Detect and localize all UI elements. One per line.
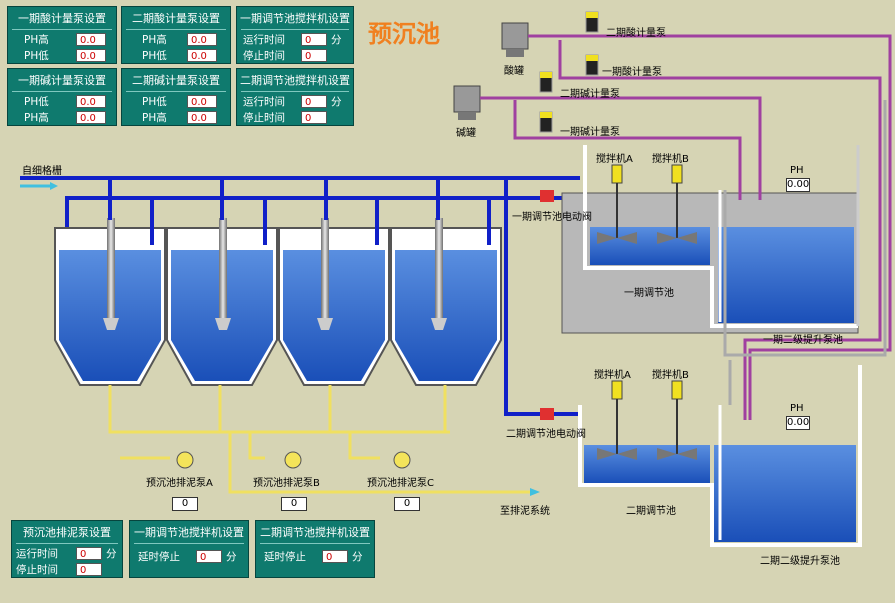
sludge-pumps — [176, 451, 411, 469]
pool-2-label: 二期调节池 — [626, 506, 676, 517]
mixer-a2-label: 搅拌机A — [594, 370, 631, 381]
panel-alkali-pump-2: 二期碱计量泵设置 PH低 0.0 PH高 0.0 — [121, 68, 231, 126]
panel-acid-pump-1: 一期酸计量泵设置 PH高 0.0 PH低 0.0 — [7, 6, 117, 64]
mixer-1-delay-stop[interactable]: 0 — [196, 550, 222, 563]
settling-tanks — [54, 180, 502, 386]
pool-1-label: 一期调节池 — [624, 288, 674, 299]
sludge-stop-time[interactable]: 0 — [76, 563, 102, 576]
valve-1-label: 一期调节池电动阀 — [512, 212, 592, 223]
acid-pump-1-ph-low[interactable]: 0.0 — [76, 49, 106, 62]
lift-1-label: 一期二级提升泵池 — [763, 335, 843, 346]
sludge-c-label: 预沉池排泥泵C — [367, 478, 434, 489]
sludge-a-label: 预沉池排泥泵A — [146, 478, 213, 489]
sludge-out-label: 至排泥系统 — [500, 506, 550, 517]
alkali-pump-2-ph-high[interactable]: 0.0 — [187, 111, 217, 124]
alkali-pump-1-label: 一期碱计量泵 — [560, 127, 620, 138]
acid-tank-label: 酸罐 — [504, 66, 524, 77]
panel-mixer-1-delay: 一期调节池搅拌机设置 延时停止 0 分 — [129, 520, 249, 578]
pool-1 — [561, 145, 860, 334]
alkali-pump-1-ph-low[interactable]: 0.0 — [76, 95, 106, 108]
valve-2-label: 二期调节池电动阀 — [506, 429, 586, 440]
acid-pump-1-ph-high[interactable]: 0.0 — [76, 33, 106, 46]
inlet-label: 自细格栅 — [22, 166, 62, 177]
ph1-label: PH — [790, 165, 804, 176]
mixer-b1-label: 搅拌机B — [652, 154, 689, 165]
mixer-2-delay-stop[interactable]: 0 — [322, 550, 348, 563]
panel-mixer-2-top: 二期调节池搅拌机设置 运行时间 0 分 停止时间 0 — [236, 68, 354, 126]
acid-pump-2-ph-high[interactable]: 0.0 — [187, 33, 217, 46]
sludge-a-value: 0 — [172, 497, 198, 511]
pool-2 — [578, 365, 862, 547]
panel-alkali-pump-1: 一期碱计量泵设置 PH低 0.0 PH高 0.0 — [7, 68, 117, 126]
panel-mixer-1-top: 一期调节池搅拌机设置 运行时间 0 分 停止时间 0 — [236, 6, 354, 64]
mixer-2-run-time[interactable]: 0 — [301, 95, 327, 108]
mixer-2-stop-time[interactable]: 0 — [301, 111, 327, 124]
dosing-system — [453, 11, 892, 420]
ph2-label: PH — [790, 403, 804, 414]
panel-acid-pump-2: 二期酸计量泵设置 PH高 0.0 PH低 0.0 — [121, 6, 231, 64]
mixer-1-stop-time[interactable]: 0 — [301, 49, 327, 62]
alkali-pump-2-label: 二期碱计量泵 — [560, 89, 620, 100]
mixer-b2-label: 搅拌机B — [652, 370, 689, 381]
acid-pump-1-label: 一期酸计量泵 — [602, 67, 662, 78]
acid-pump-2-ph-low[interactable]: 0.0 — [187, 49, 217, 62]
mixer-a1-label: 搅拌机A — [596, 154, 633, 165]
ph1-value: 0.00 — [786, 178, 810, 192]
sludge-b-label: 预沉池排泥泵B — [253, 478, 320, 489]
alkali-tank-label: 碱罐 — [456, 128, 476, 139]
panel-sludge-pump: 预沉池排泥泵设置 运行时间 0 分 停止时间 0 — [11, 520, 123, 578]
panel-mixer-2-delay: 二期调节池搅拌机设置 延时停止 0 分 — [255, 520, 375, 578]
lift-2-label: 二期二级提升泵池 — [760, 556, 840, 567]
mixer-1-run-time[interactable]: 0 — [301, 33, 327, 46]
alkali-pump-1-ph-high[interactable]: 0.0 — [76, 111, 106, 124]
ph2-value: 0.00 — [786, 416, 810, 430]
mixers — [597, 164, 697, 460]
acid-pump-2-label: 二期酸计量泵 — [606, 28, 666, 39]
sludge-b-value: 0 — [281, 497, 307, 511]
page-title: 预沉池 — [368, 20, 440, 48]
sludge-run-time[interactable]: 0 — [76, 547, 102, 560]
alkali-pump-2-ph-low[interactable]: 0.0 — [187, 95, 217, 108]
sludge-c-value: 0 — [394, 497, 420, 511]
sludge-pipes — [108, 385, 530, 494]
